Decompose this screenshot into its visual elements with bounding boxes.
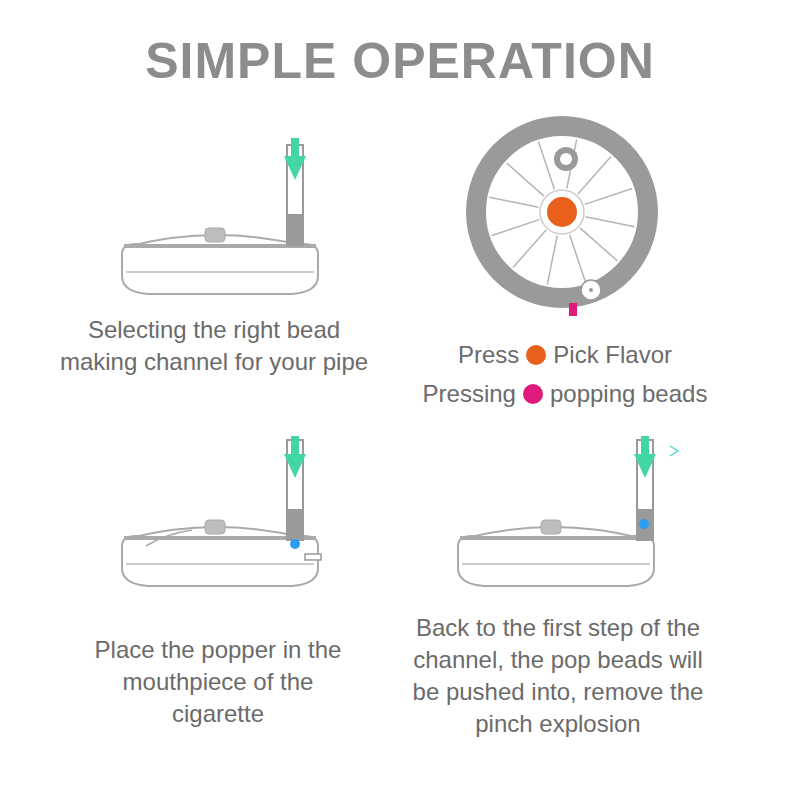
wheel-spoke <box>492 220 539 236</box>
flavor-wheel <box>476 126 648 316</box>
pink-dot <box>522 383 544 405</box>
caption: Place the popper in the mouthpiece of th… <box>93 634 343 730</box>
flavor-row: Press Pick Flavor <box>400 340 730 370</box>
wheel-spoke <box>578 157 611 194</box>
caption: Selecting the right bead making channel … <box>49 314 379 378</box>
wheel-spoke <box>507 163 544 196</box>
wheel-spoke <box>580 228 617 261</box>
caption-word: Pick Flavor <box>553 340 672 370</box>
wheel-spoke <box>570 235 586 282</box>
wheel-spoke <box>547 236 557 285</box>
caption-word: Pressing <box>423 379 516 409</box>
caption: Back to the first step of the channel, t… <box>398 612 718 740</box>
wheel-spoke <box>538 142 554 189</box>
wheel-spoke <box>489 197 538 207</box>
wheel-spoke <box>586 217 635 227</box>
orange-dot <box>525 344 547 366</box>
wheel-spoke <box>585 188 632 204</box>
wheel-spoke <box>513 230 546 267</box>
pop-row: Pressing popping beads <box>370 379 760 409</box>
title: SIMPLE OPERATION <box>0 32 800 90</box>
caption-word: popping beads <box>550 379 707 409</box>
caption-word: Press <box>458 340 519 370</box>
